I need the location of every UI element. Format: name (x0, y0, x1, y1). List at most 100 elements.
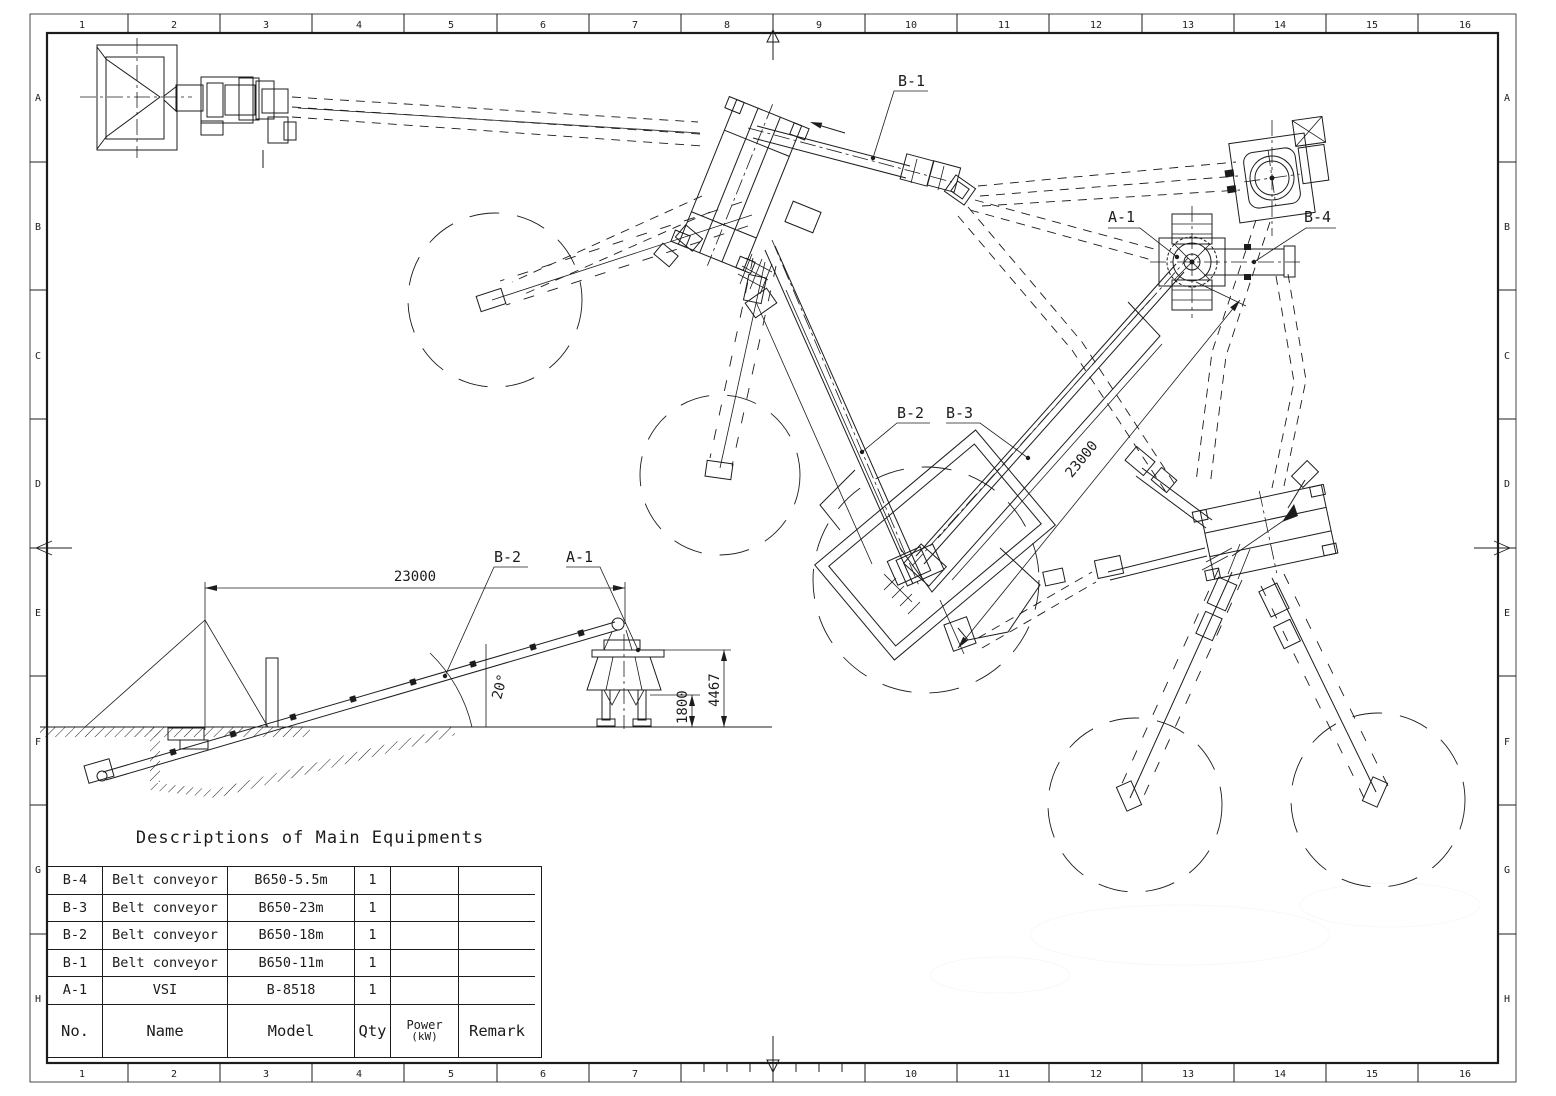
svg-text:E: E (35, 608, 41, 619)
cell-model: B650-18m (228, 922, 355, 950)
dim-span-23000: 23000 (204, 569, 626, 730)
svg-text:B: B (35, 222, 41, 233)
header-power-unit: (kW) (411, 1030, 438, 1044)
svg-text:D: D (35, 479, 41, 490)
label-a1-side: A-1 (566, 548, 593, 566)
cell-remark (459, 950, 535, 977)
cell-qty: 1 (355, 949, 391, 977)
dim-4467: 4467 (707, 673, 723, 707)
svg-text:D: D (1504, 479, 1510, 490)
svg-text:9: 9 (816, 20, 822, 31)
flow-down-fans (511, 195, 1307, 493)
transfer-box-plan (943, 174, 977, 206)
svg-text:A: A (1504, 93, 1510, 104)
dim-23000-plan: 23000 (1062, 438, 1101, 481)
svg-text:5: 5 (448, 20, 454, 31)
dim-angle-20: 20° (429, 644, 511, 728)
svg-text:13: 13 (1182, 1069, 1194, 1080)
dim-1800: 1800 (675, 690, 691, 724)
label-b1: B-1 (898, 72, 925, 90)
cell-name: Belt conveyor (103, 922, 228, 950)
cell-no: B-2 (48, 922, 103, 950)
future-conveyor-2 (704, 257, 777, 481)
label-b3: B-3 (946, 404, 973, 422)
future-conveyors (475, 201, 1389, 812)
cell-no: B-4 (48, 867, 103, 895)
cell-name: Belt conveyor (103, 894, 228, 922)
center-marks (32, 14, 1514, 1082)
cell-qty: 1 (355, 922, 391, 950)
side-view: 23000 20° 1800 4467 B-2 A-1 (40, 548, 772, 798)
svg-text:8: 8 (724, 20, 730, 31)
cell-remark (459, 895, 535, 922)
hopper-feeder-plan (80, 38, 297, 168)
dim-heights: 1800 4467 (650, 649, 731, 727)
ruler-ticks (30, 14, 1516, 1082)
cell-remark (459, 867, 535, 895)
cell-remark (459, 922, 535, 950)
conveyor-b1-plan (747, 122, 962, 193)
cell-qty: 1 (355, 867, 391, 895)
svg-text:12: 12 (1090, 1069, 1102, 1080)
header-remark: Remark (469, 1021, 525, 1040)
svg-text:2: 2 (171, 1069, 177, 1080)
cell-model: B-8518 (228, 977, 355, 1005)
svg-text:16: 16 (1459, 1069, 1471, 1080)
cell-remark (459, 977, 535, 1005)
svg-text:4: 4 (356, 1069, 362, 1080)
cell-model: B650-23m (228, 894, 355, 922)
plan-labels: B-1 A-1 B-4 B-2 B-3 (859, 72, 1336, 461)
svg-text:C: C (35, 351, 41, 362)
dim-23000-side: 23000 (394, 569, 436, 585)
pit-tail-detail (883, 543, 945, 615)
cell-name: VSI (103, 977, 228, 1005)
svg-text:H: H (1504, 994, 1510, 1005)
angle-20: 20° (489, 672, 511, 701)
svg-text:1: 1 (79, 1069, 85, 1080)
svg-text:10: 10 (905, 20, 917, 31)
conveyor-b3-plan (899, 257, 1189, 593)
svg-text:G: G (35, 865, 41, 876)
sheet-frame (29, 13, 1517, 1083)
svg-text:11: 11 (998, 20, 1010, 31)
dim-b3-23000: 23000 (939, 281, 1247, 655)
table-title: Descriptions of Main Equipments (135, 828, 485, 848)
svg-text:E: E (1504, 608, 1510, 619)
cell-name: Belt conveyor (103, 867, 228, 895)
cell-no: B-1 (48, 949, 103, 977)
header-power-line1: Power (406, 1017, 443, 1032)
flow-transfer-fans (969, 161, 1241, 261)
vsi-a1-side (586, 634, 665, 729)
cell-no: A-1 (48, 977, 103, 1005)
svg-text:6: 6 (540, 1069, 546, 1080)
side-labels: B-2 A-1 (442, 548, 641, 679)
svg-text:5: 5 (448, 1069, 454, 1080)
cell-model: B650-5.5m (228, 867, 355, 895)
flow-direction-arrow (810, 122, 846, 134)
svg-text:3: 3 (263, 20, 269, 31)
cell-qty: 1 (355, 977, 391, 1005)
svg-text:16: 16 (1459, 20, 1471, 31)
header-model: Model (228, 1004, 355, 1057)
label-b2-plan: B-2 (897, 404, 924, 422)
rotary-machine-plan (1224, 115, 1330, 236)
stockpile-circles (407, 212, 1466, 893)
svg-text:7: 7 (632, 1069, 638, 1080)
svg-text:F: F (35, 737, 41, 748)
pit-transfer-box (943, 571, 1097, 652)
cell-model: B650-11m (228, 949, 355, 977)
future-conveyor-4 (1258, 573, 1389, 808)
cell-power (391, 867, 459, 895)
svg-text:14: 14 (1274, 20, 1286, 31)
equipment-table: B-4 Belt conveyor B650-5.5m 1 B-3 Belt c… (47, 866, 542, 1058)
svg-text:C: C (1504, 351, 1510, 362)
svg-text:11: 11 (998, 1069, 1010, 1080)
svg-text:F: F (1504, 737, 1510, 748)
label-b4: B-4 (1304, 208, 1331, 226)
ruler-col: 1 (79, 20, 85, 31)
pit-plan (814, 429, 1056, 661)
cell-qty: 1 (355, 894, 391, 922)
svg-text:6: 6 (540, 20, 546, 31)
